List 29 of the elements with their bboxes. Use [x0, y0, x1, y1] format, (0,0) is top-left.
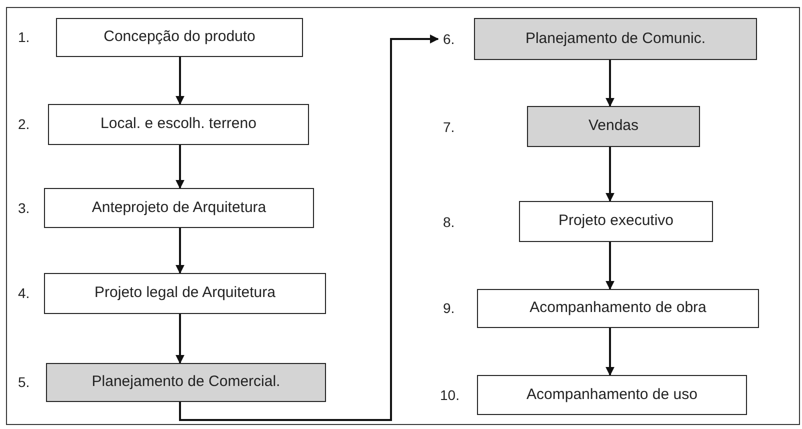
- arrow: [176, 57, 184, 105]
- process-box: Local. e escolh. terreno: [48, 104, 309, 145]
- arrow: [179, 34, 439, 421]
- step-number: 3.: [18, 198, 30, 218]
- process-box: Acompanhamento de obra: [477, 289, 759, 328]
- arrow: [176, 228, 184, 274]
- arrow: [176, 145, 184, 189]
- step-number: 8.: [443, 213, 455, 232]
- step-number: 10.: [440, 386, 460, 404]
- process-box: Acompanhamento de uso: [477, 375, 747, 415]
- arrow: [606, 328, 614, 376]
- step-number: 1.: [18, 28, 30, 47]
- process-box: Vendas: [527, 106, 700, 147]
- process-box: Concepção do produto: [56, 18, 303, 57]
- process-box: Planejamento de Comercial.: [46, 363, 326, 402]
- arrow: [606, 60, 614, 107]
- step-number: 5.: [18, 373, 30, 392]
- step-number: 7.: [443, 118, 455, 137]
- arrow: [606, 242, 614, 290]
- process-box: Projeto executivo: [519, 201, 713, 242]
- arrow: [606, 147, 614, 202]
- process-box: Anteprojeto de Arquitetura: [44, 188, 314, 228]
- step-number: 6.: [443, 30, 455, 48]
- process-box: Projeto legal de Arquitetura: [44, 273, 326, 314]
- step-number: 2.: [18, 115, 30, 134]
- step-number: 4.: [18, 284, 30, 303]
- arrow: [176, 314, 184, 364]
- step-number: 9.: [443, 299, 455, 318]
- process-box: Planejamento de Comunic.: [474, 18, 757, 60]
